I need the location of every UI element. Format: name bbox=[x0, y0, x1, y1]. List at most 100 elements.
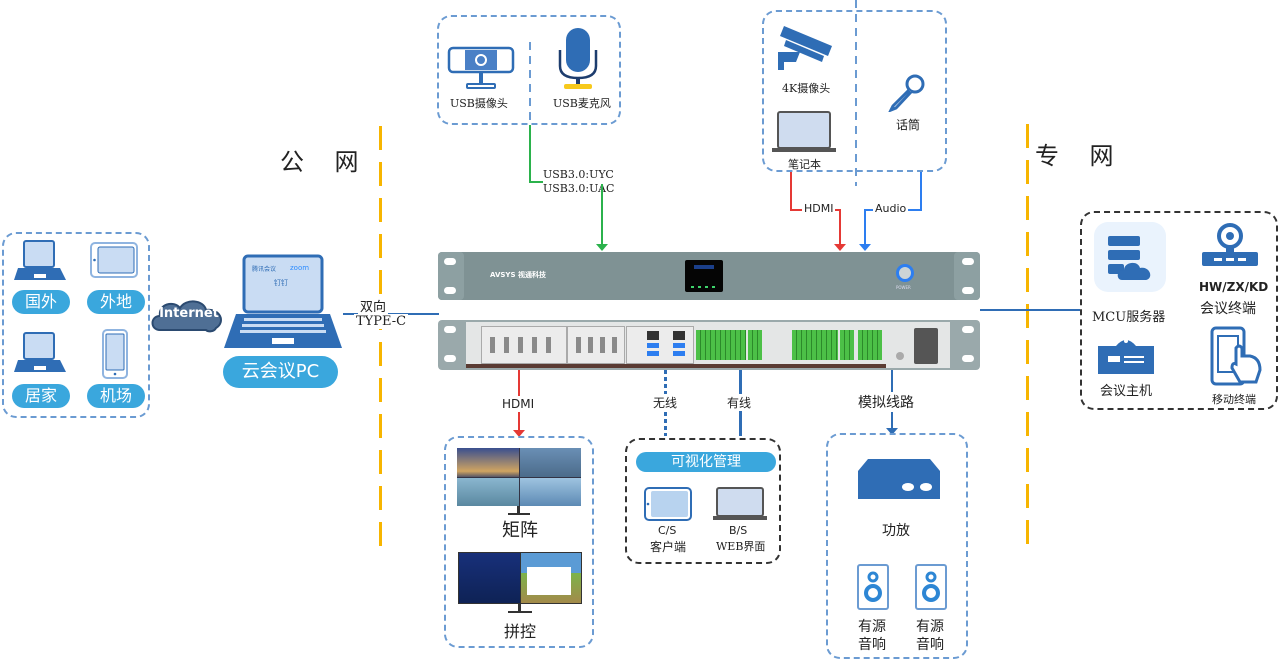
amplifier-label: 功放 bbox=[882, 523, 910, 539]
handheld-mic-label: 话筒 bbox=[896, 118, 921, 132]
splice-tile-dashboard bbox=[459, 553, 520, 603]
private-divider bbox=[1026, 124, 1029, 554]
usb-camera-label: USB摄像头 bbox=[450, 97, 508, 110]
bs-label-2: WEB界面 bbox=[716, 540, 766, 553]
site-home bbox=[12, 330, 68, 378]
hdmi-out-label: HDMI bbox=[500, 396, 537, 412]
rack-hole bbox=[444, 355, 456, 362]
audio-in-label: Audio bbox=[873, 202, 909, 215]
mobile-touch-icon bbox=[1210, 326, 1262, 386]
usb-link-h bbox=[529, 181, 543, 183]
handheld-mic bbox=[887, 72, 927, 112]
splice-display bbox=[458, 552, 582, 604]
ethernet-port bbox=[673, 331, 685, 340]
internet-label: Internet bbox=[159, 306, 219, 321]
microphone-icon bbox=[888, 74, 925, 112]
mcu-server bbox=[1094, 222, 1166, 292]
usb-link-label-2: USB3.0:UAC bbox=[543, 182, 615, 195]
management-group bbox=[625, 438, 781, 564]
display-screen bbox=[694, 265, 714, 269]
speaker-icon bbox=[915, 564, 947, 610]
ethernet-port bbox=[647, 331, 659, 340]
rear-panel-body bbox=[466, 322, 950, 368]
laptop-icon bbox=[224, 254, 342, 348]
hdmi-ports bbox=[490, 337, 560, 353]
matrix-base bbox=[508, 513, 530, 515]
usb-port bbox=[673, 351, 685, 356]
power-label: POWER bbox=[896, 285, 911, 290]
matrix-tile bbox=[457, 477, 519, 506]
matrix-tile bbox=[519, 448, 581, 477]
webcam-icon bbox=[447, 46, 515, 89]
hdmi-in-label: HDMI bbox=[802, 202, 836, 215]
matrix-tile bbox=[519, 477, 581, 506]
site-elsewhere bbox=[88, 240, 140, 280]
cloud-pc-app-dingtalk: 钉钉 bbox=[274, 279, 288, 287]
tablet-icon bbox=[644, 487, 692, 521]
speaker-1 bbox=[856, 563, 890, 611]
label-strip bbox=[466, 364, 886, 368]
conference-terminal-icon bbox=[1202, 223, 1258, 266]
laptop-icon bbox=[772, 111, 836, 152]
hdmi-in-down bbox=[839, 209, 841, 247]
rack-hole bbox=[962, 287, 974, 294]
device-brand: AVSYS 视通科技 bbox=[490, 271, 546, 279]
rack-hole bbox=[444, 258, 456, 265]
audio-in-down bbox=[864, 209, 866, 247]
bs-web bbox=[713, 486, 767, 522]
rack-hole bbox=[444, 287, 456, 294]
public-divider bbox=[379, 126, 382, 556]
device-rear-panel bbox=[438, 320, 980, 370]
hdmi-in-line bbox=[790, 172, 792, 210]
bs-label-1: B/S bbox=[729, 524, 748, 537]
terminal-block-1 bbox=[696, 330, 746, 360]
usb-arrow-icon bbox=[596, 244, 608, 251]
cloud-meeting-pc bbox=[222, 254, 344, 354]
terminal-block-5 bbox=[858, 330, 882, 360]
tablet-icon bbox=[90, 242, 138, 278]
laptop-icon bbox=[713, 487, 767, 520]
network-usb-ports bbox=[626, 326, 694, 364]
cs-label-2: 客户端 bbox=[650, 540, 687, 554]
cs-client bbox=[643, 486, 693, 522]
site-airport-label: 机场 bbox=[87, 384, 145, 408]
conference-host-icon bbox=[1098, 339, 1154, 374]
site-home-label: 居家 bbox=[12, 384, 70, 408]
usb-microphone bbox=[556, 26, 600, 92]
conference-terminal-label-1: HW/ZX/KD bbox=[1199, 280, 1269, 294]
notebook bbox=[772, 110, 836, 154]
usb-port bbox=[673, 343, 685, 348]
displays-group bbox=[444, 436, 594, 648]
wired-label: 有线 bbox=[727, 394, 752, 411]
usb-group-divider bbox=[529, 42, 531, 124]
hdmi-ports bbox=[576, 337, 622, 353]
power-socket bbox=[914, 328, 938, 364]
phone-icon bbox=[102, 329, 128, 379]
4k-camera-label: 4K摄像头 bbox=[782, 82, 831, 95]
conference-terminal-label-2: 会议终端 bbox=[1200, 301, 1256, 317]
management-title: 可视化管理 bbox=[636, 452, 776, 472]
conference-host-label: 会议主机 bbox=[1100, 384, 1153, 399]
hdmi-out-ports bbox=[567, 326, 625, 364]
status-leds bbox=[691, 286, 717, 288]
matrix-label: 矩阵 bbox=[502, 520, 538, 541]
usb-link-label-1: USB3.0:UYC bbox=[543, 168, 614, 181]
terminal-block-4 bbox=[840, 330, 854, 360]
mobile-terminal-label: 移动终端 bbox=[1212, 393, 1256, 406]
matrix-display bbox=[457, 448, 581, 506]
cctv-camera-icon bbox=[778, 26, 832, 70]
terminal-block-2 bbox=[748, 330, 762, 360]
splice-tile-landscape bbox=[520, 553, 581, 603]
private-devices-group bbox=[1080, 211, 1278, 410]
usb-mic-label: USB麦克风 bbox=[553, 97, 611, 110]
notebook-label: 笔记本 bbox=[788, 158, 821, 171]
audio-output-group bbox=[826, 433, 968, 659]
rack-hole bbox=[444, 326, 456, 333]
cloud-pc-app-tencent: 腾讯会议 bbox=[252, 266, 277, 273]
conference-host bbox=[1094, 332, 1158, 378]
usb-link-line bbox=[529, 125, 531, 183]
power-button[interactable] bbox=[896, 264, 914, 282]
mcu-server-label: MCU服务器 bbox=[1092, 310, 1166, 325]
terminal-block-3 bbox=[792, 330, 838, 360]
av-group-divider bbox=[855, 0, 857, 186]
